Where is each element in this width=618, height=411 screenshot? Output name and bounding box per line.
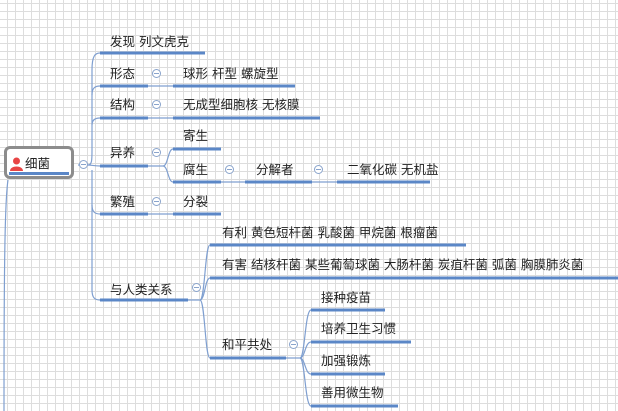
node-coexist-item[interactable]: 培养卫生习惯 [321, 321, 397, 336]
node-shape-child[interactable]: 球形 杆型 螺旋型 [183, 66, 279, 81]
node-relation[interactable]: 与人类关系 [110, 282, 173, 297]
collapse-icon[interactable] [79, 160, 88, 169]
node-discovery[interactable]: 发现 列文虎克 [110, 34, 189, 49]
node-structure-child[interactable]: 无成型细胞核 无核膜 [183, 97, 300, 112]
node-coexist-item[interactable]: 善用微生物 [321, 385, 384, 400]
person-icon [10, 157, 23, 171]
root-node[interactable]: 细菌 [4, 146, 74, 179]
node-reproduction-child[interactable]: 分裂 [183, 194, 209, 209]
node-products[interactable]: 二氧化碳 无机盐 [347, 162, 439, 177]
node-reproduction[interactable]: 繁殖 [110, 194, 136, 209]
collapse-icon[interactable] [152, 69, 161, 78]
collapse-icon[interactable] [314, 165, 323, 174]
node-structure[interactable]: 结构 [110, 97, 136, 112]
collapse-icon[interactable] [152, 100, 161, 109]
node-shape[interactable]: 形态 [110, 66, 136, 81]
collapse-icon[interactable] [289, 340, 298, 349]
node-coexist[interactable]: 和平共处 [222, 337, 273, 352]
node-saprophytic[interactable]: 腐生 [183, 162, 209, 177]
node-nutrition[interactable]: 异养 [110, 145, 136, 160]
node-coexist-item[interactable]: 接种疫苗 [321, 290, 372, 305]
collapse-icon[interactable] [152, 197, 161, 206]
collapse-icon[interactable] [152, 148, 161, 157]
node-beneficial[interactable]: 有利 黄色短杆菌 乳酸菌 甲烷菌 根瘤菌 [222, 225, 438, 240]
node-parasitic[interactable]: 寄生 [183, 128, 209, 143]
root-label: 细菌 [25, 156, 51, 171]
collapse-icon[interactable] [225, 165, 234, 174]
node-decomposer[interactable]: 分解者 [256, 162, 294, 177]
node-harmful[interactable]: 有害 结核杆菌 某些葡萄球菌 大肠杆菌 炭疽杆菌 弧菌 胸膜肺炎菌 [222, 257, 584, 272]
node-coexist-item[interactable]: 加强锻炼 [321, 353, 372, 368]
root-underline [9, 172, 69, 175]
collapse-icon[interactable] [192, 283, 201, 292]
